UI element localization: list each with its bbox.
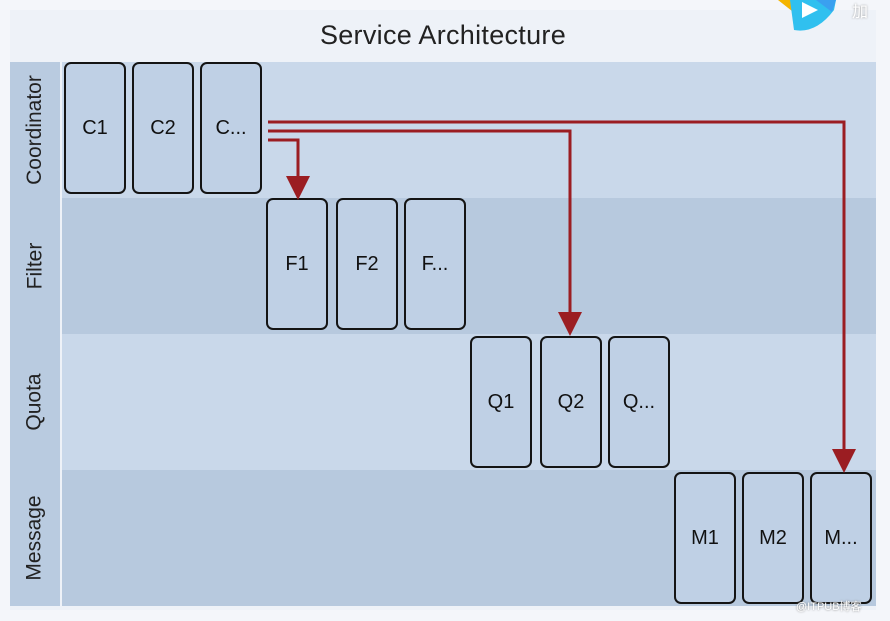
diagram-title: Service Architecture [319,19,567,50]
lane-body-message [62,470,876,606]
node-f-more: F... [404,198,466,330]
node-m-more: M... [810,472,872,604]
video-app-logo-icon [778,0,836,31]
node-q1: Q1 [470,336,532,468]
watermark: @ITPUB博客 [796,601,862,613]
lane-label-message: Message [10,470,60,606]
lane-label-filter: Filter [10,198,60,334]
node-m2: M2 [742,472,804,604]
arrow-c-to-f1 [268,138,310,200]
arrow-c-to-q2 [268,129,582,336]
arrow-c-to-m-more [268,120,856,473]
lane-body-filter [62,198,876,334]
node-q-more: Q... [608,336,670,468]
lane-body-quota [62,334,876,470]
lane-message: Message [10,470,876,606]
node-q2: Q2 [540,336,602,468]
node-f1: F1 [266,198,328,330]
node-c-more: C... [200,62,262,194]
node-c2: C2 [132,62,194,194]
lane-filter: Filter [10,198,876,334]
logo-text-icon: 加 [852,4,869,21]
lane-label-coordinator: Coordinator [10,62,60,198]
node-f2: F2 [336,198,398,330]
node-c1: C1 [64,62,126,194]
node-m1: M1 [674,472,736,604]
lane-quota: Quota [10,334,876,470]
lane-label-quota: Quota [10,334,60,470]
